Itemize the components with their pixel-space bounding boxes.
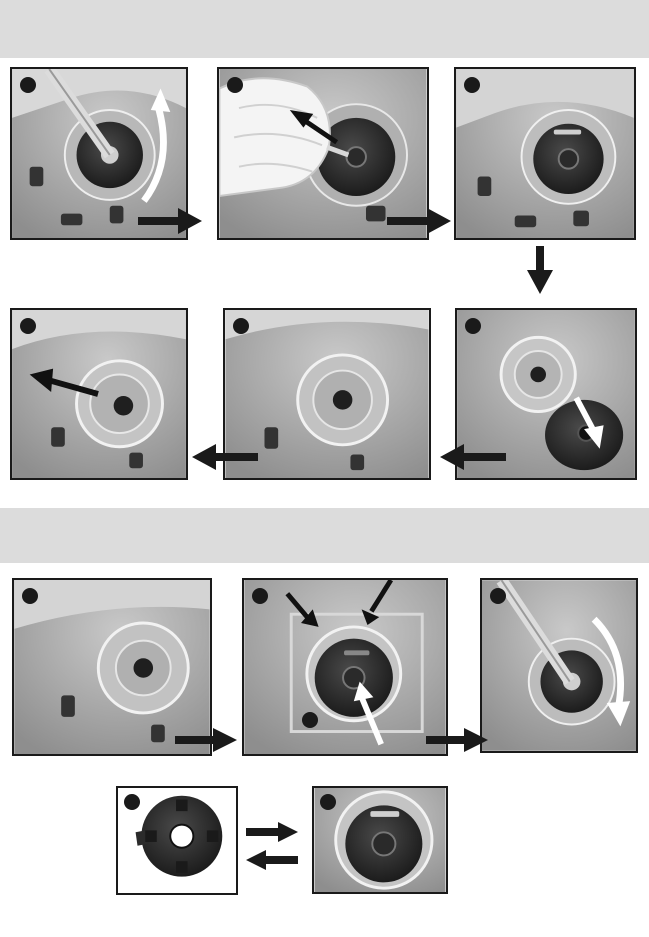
- step-11-panel: [312, 786, 448, 894]
- step-9-marker: [490, 588, 506, 604]
- step-3-illustration: [456, 69, 634, 238]
- arrow-swap-left: [246, 850, 298, 870]
- step-3-marker: [464, 77, 480, 93]
- arrow-right-1: [138, 208, 202, 234]
- step-10-marker: [124, 794, 140, 810]
- arrow-left-2: [440, 444, 506, 470]
- step-4-illustration: [12, 310, 186, 478]
- arrow-swap-right: [246, 822, 298, 842]
- step-9-panel: [480, 578, 638, 753]
- step-8-panel: [242, 578, 448, 756]
- step-4-panel: [10, 308, 188, 480]
- arrow-left-1: [192, 444, 258, 470]
- step-2-marker: [227, 77, 243, 93]
- arrow-right-3: [175, 728, 237, 752]
- step-8-illustration: [244, 580, 446, 754]
- step-3-panel: [454, 67, 636, 240]
- section-header-band-1: [0, 0, 649, 58]
- step-4-marker: [20, 318, 36, 334]
- step-1-marker: [20, 77, 36, 93]
- disc-detail-panel: [116, 786, 238, 895]
- step-6-marker: [465, 318, 481, 334]
- arrow-right-2: [387, 208, 451, 234]
- step-8-marker-b: [302, 712, 318, 728]
- section-header-band-2: [0, 508, 649, 563]
- step-9-illustration: [482, 580, 636, 751]
- step-11-marker: [320, 794, 336, 810]
- step-7-marker: [22, 588, 38, 604]
- step-5-marker: [233, 318, 249, 334]
- arrow-down: [527, 246, 553, 294]
- step-8-marker: [252, 588, 268, 604]
- arrow-right-4: [426, 728, 488, 752]
